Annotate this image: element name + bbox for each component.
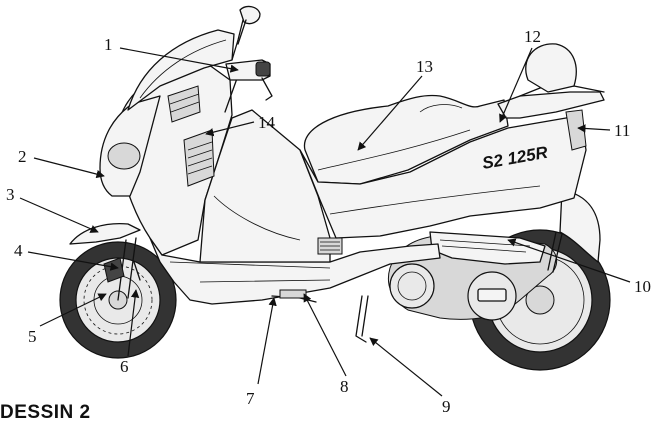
leader-lines [19, 47, 631, 397]
callout-12: 12 [524, 27, 541, 46]
steering-column [231, 15, 245, 61]
center-stand [355, 295, 367, 343]
callout-5: 5 [28, 327, 37, 346]
callout-7: 7 [246, 389, 255, 408]
callout-1: 1 [104, 35, 113, 54]
seat [303, 94, 509, 185]
callout-3: 3 [6, 185, 15, 204]
callout-2: 2 [18, 147, 27, 166]
callout-4: 4 [14, 241, 23, 260]
engine-assembly [387, 231, 558, 321]
callout-10: 10 [634, 277, 651, 296]
tail-light [565, 109, 587, 151]
windscreen [127, 29, 235, 111]
front-fender [69, 222, 141, 245]
rear-rack [497, 85, 605, 119]
callout-14: 14 [258, 113, 276, 132]
headlight [107, 142, 141, 170]
backrest [525, 43, 577, 93]
callout-11: 11 [614, 121, 630, 140]
callout-numbers: 1 2 3 4 5 6 7 8 9 10 11 12 13 14 [6, 27, 651, 416]
callout-6: 6 [120, 357, 129, 376]
rear-fender [559, 189, 601, 263]
mirror [239, 5, 261, 25]
callout-13: 13 [416, 57, 433, 76]
drawing-title: DESSIN 2 [0, 402, 91, 423]
callout-8: 8 [340, 377, 349, 396]
callout-9: 9 [442, 397, 451, 416]
handlebar [225, 59, 273, 101]
air-vent [183, 129, 215, 187]
rear-body [299, 111, 587, 239]
